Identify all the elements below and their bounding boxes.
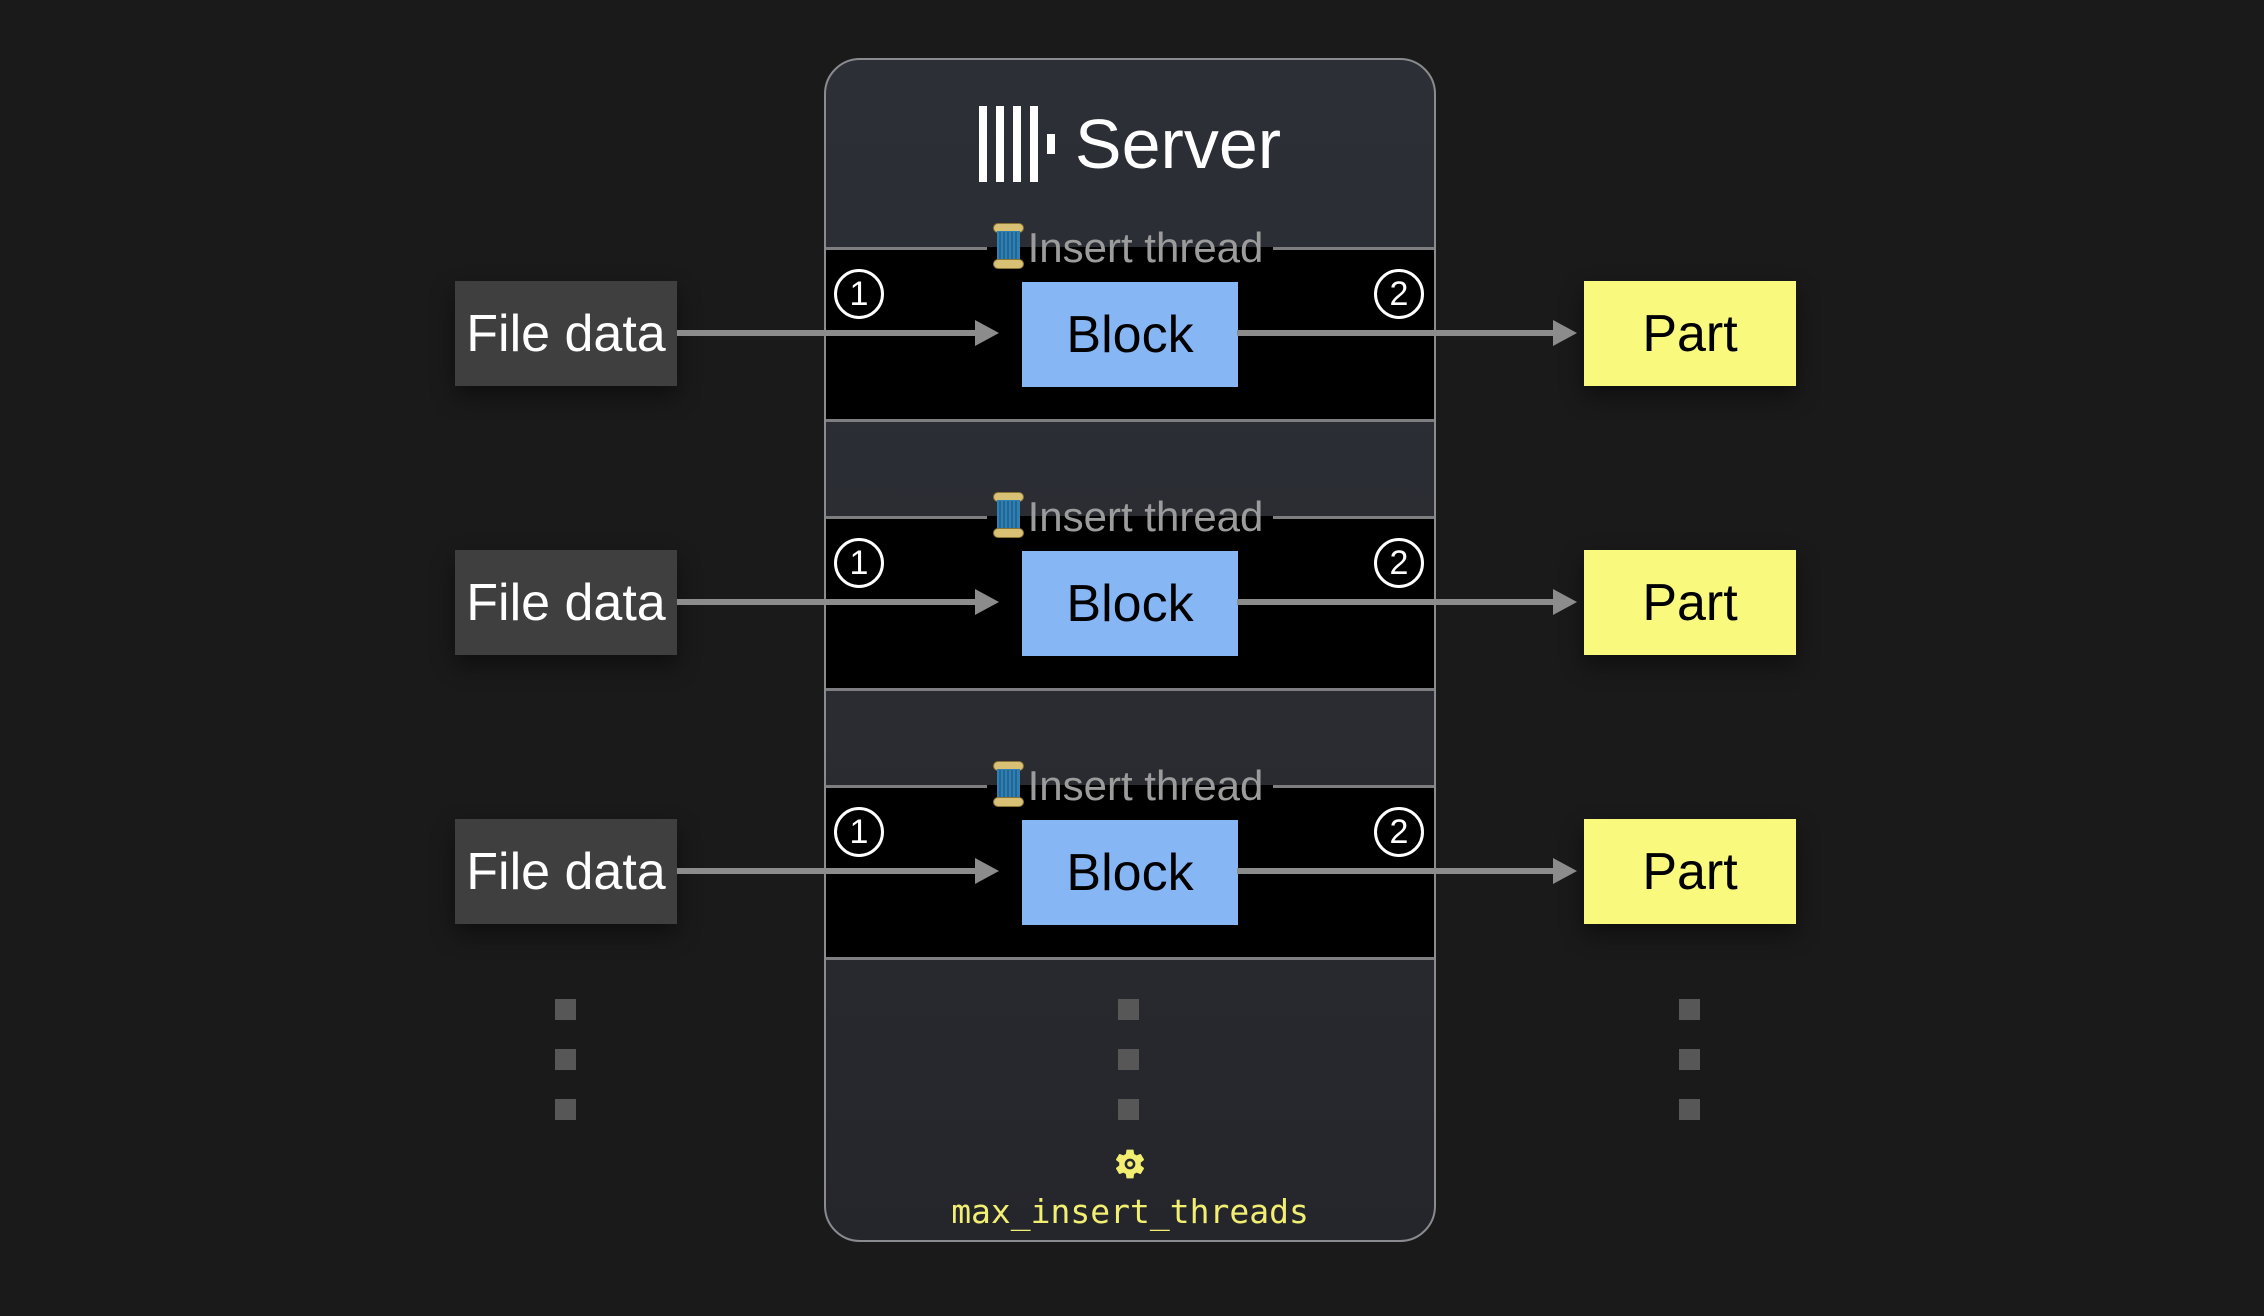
arrow-block-to-part xyxy=(1237,320,1577,346)
block-label: Block xyxy=(1066,305,1194,364)
ellipsis-dots xyxy=(1679,999,1700,1149)
part-box: Part xyxy=(1584,550,1796,655)
step-2-badge: 2 xyxy=(1374,807,1424,857)
step-1-badge: 1 xyxy=(834,807,884,857)
step-1-badge: 1 xyxy=(834,538,884,588)
gear-icon xyxy=(826,1146,1434,1182)
arrow-block-to-part xyxy=(1237,858,1577,884)
server-title: Server xyxy=(1074,105,1282,183)
arrow-file-to-block xyxy=(677,589,999,615)
insert-thread-label: Insert thread xyxy=(1027,224,1264,271)
arrow-file-to-block xyxy=(677,320,999,346)
file-data-box: File data xyxy=(455,550,677,655)
ellipsis-dots xyxy=(555,999,576,1149)
file-data-box: File data xyxy=(455,281,677,386)
step-1-number: 1 xyxy=(849,274,869,313)
arrow-block-to-part xyxy=(1237,589,1577,615)
part-box: Part xyxy=(1584,819,1796,924)
block-label: Block xyxy=(1066,843,1194,902)
thread-spool-icon xyxy=(992,222,1024,274)
step-1-number: 1 xyxy=(849,543,869,582)
clickhouse-logo-icon xyxy=(978,106,1055,182)
block-box: Block xyxy=(1022,820,1238,925)
step-1-number: 1 xyxy=(849,812,869,851)
step-2-number: 2 xyxy=(1389,812,1409,851)
step-2-number: 2 xyxy=(1389,274,1409,313)
ellipsis-dots xyxy=(1118,999,1139,1149)
step-2-badge: 2 xyxy=(1374,538,1424,588)
file-data-box: File data xyxy=(455,819,677,924)
insert-thread-panel: Insert thread 1 Block 2 xyxy=(826,222,1434,422)
insert-thread-legend: Insert thread xyxy=(826,222,1434,274)
server-header: Server xyxy=(826,105,1434,183)
insert-thread-label: Insert thread xyxy=(1027,493,1264,540)
insert-thread-label: Insert thread xyxy=(1027,762,1264,809)
block-label: Block xyxy=(1066,574,1194,633)
block-box: Block xyxy=(1022,551,1238,656)
thread-spool-icon xyxy=(992,760,1024,812)
step-2-number: 2 xyxy=(1389,543,1409,582)
step-2-badge: 2 xyxy=(1374,269,1424,319)
thread-spool-icon xyxy=(992,491,1024,543)
step-1-badge: 1 xyxy=(834,269,884,319)
setting-name: max_insert_threads xyxy=(951,1192,1309,1231)
arrow-file-to-block xyxy=(677,858,999,884)
insert-thread-legend: Insert thread xyxy=(826,760,1434,812)
block-box: Block xyxy=(1022,282,1238,387)
part-box: Part xyxy=(1584,281,1796,386)
insert-thread-legend: Insert thread xyxy=(826,491,1434,543)
